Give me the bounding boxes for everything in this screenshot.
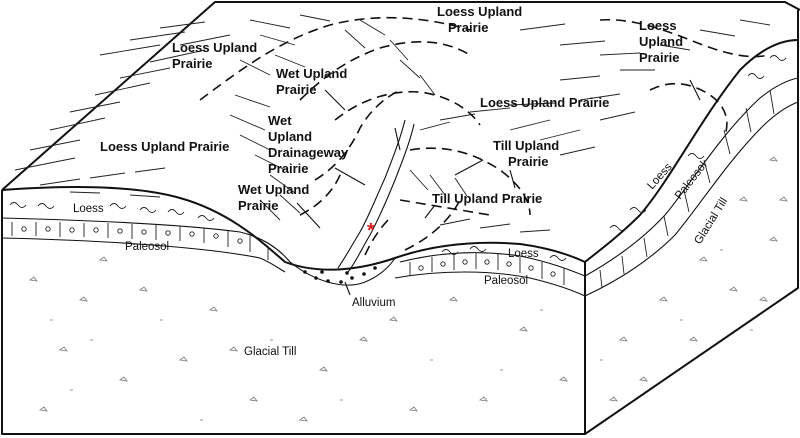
label-wet-upland-top: Wet Upland Prairie: [276, 66, 351, 97]
alluvium-fill: [289, 257, 396, 286]
label-layer-glacial-till-front: Glacial Till: [244, 346, 296, 358]
label-layer-loess-front-right: Loess: [508, 248, 539, 260]
landform-boundaries: [199, 16, 771, 256]
right-surface-profile: [584, 39, 799, 263]
label-loess-upland-mid: Loess Upland Prairie: [480, 95, 609, 110]
paleosol-till-boundary-side: [584, 101, 799, 297]
stream-channel: [337, 119, 406, 269]
label-till-upland-right: Till Upland Prairie: [493, 138, 563, 169]
label-loess-upland-left: Loess Upland Prairie: [172, 40, 261, 71]
label-layer-paleosol-front: Paleosol: [125, 241, 169, 253]
block-right-face-outline: [584, 10, 799, 435]
label-layer-alluvium: Alluvium: [352, 297, 395, 309]
paleosol-till-boundary-front-right: [394, 271, 586, 297]
alluvium-dots: [303, 266, 377, 284]
label-loess-upland-west: Loess Upland Prairie: [100, 139, 229, 154]
label-wet-upland-drainageway: Wet Upland Drainageway Prairie: [268, 113, 352, 176]
label-layer-paleosol-side: Paleosol: [673, 160, 710, 202]
front-surface-profile: [1, 186, 586, 271]
label-layer-loess-front: Loess: [73, 203, 104, 215]
label-layer-paleosol-front-right: Paleosol: [484, 275, 528, 287]
label-loess-upland-right: Loess Upland Prairie: [639, 18, 687, 65]
loess-paleosol-boundary-front: [1, 217, 291, 263]
block-front-face-outline: [1, 190, 586, 435]
site-marker-asterisk: *: [367, 220, 375, 242]
label-till-upland-mid: Till Upland Prairie: [432, 191, 542, 206]
glacial-till-stipple: [28, 156, 788, 422]
terrain-hatching: [14, 14, 771, 233]
paleosol-marks-side: [599, 89, 775, 289]
loess-paleosol-boundary-front-right: [399, 252, 586, 277]
label-layer-glacial-till-side: Glacial Till: [692, 196, 730, 247]
leader-lines: [296, 79, 701, 296]
loess-wave-symbols: [9, 55, 787, 261]
block-top-edge: [1, 1, 800, 191]
label-loess-upland-top: Loess Upland Prairie: [437, 4, 526, 35]
stream-channel-bank: [347, 123, 415, 273]
label-wet-upland-lower: Wet Upland Prairie: [238, 182, 313, 213]
loess-paleosol-boundary-side: [584, 77, 799, 277]
paleosol-marks-front-right: [409, 253, 565, 285]
paleosol-till-boundary-front: [1, 237, 286, 273]
paleosol-marks-front-left: [11, 222, 269, 260]
